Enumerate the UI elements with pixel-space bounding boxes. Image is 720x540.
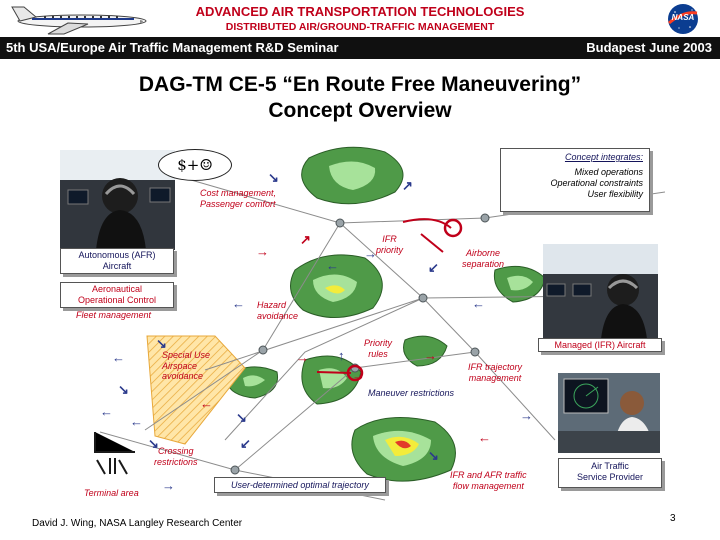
slide-title: DAG-TM CE-5 “En Route Free Maneuvering” … [0,72,720,124]
autonomous-label-line: Autonomous (AFR) [61,250,173,261]
user-trajectory-text: User-determined optimal trajectory [231,480,369,490]
maneuver-restrictions-label: Maneuver restrictions [368,388,454,399]
ifr-priority-line: priority [376,245,403,256]
priority-label-line: Priority [364,338,392,349]
cost-management-label: Cost management, Passenger comfort [200,188,276,209]
crossing-label-line: Crossing [154,446,198,457]
cost-bubble: $+☺ [158,149,232,181]
traffic-flow-line: IFR and AFR traffic [450,470,527,481]
cockpit-photo-managed [543,244,658,339]
sua-avoidance-label: Special Use Airspace avoidance [162,350,210,382]
slide-title-line2: Concept Overview [0,98,720,124]
ifr-priority-line: IFR [376,234,403,245]
aoc-label-line: Operational Control [61,295,173,306]
traffic-flow-label: IFR and AFR traffic flow management [450,470,527,491]
aoc-label-line: Aeronautical [61,284,173,295]
weather-cell-top [302,147,403,204]
crossing-label-line: restrictions [154,457,198,468]
ifr-trajectory-label: IFR trajectory management [468,362,522,383]
cost-label-line: Passenger comfort [200,199,276,210]
sua-label-line: Special Use [162,350,210,361]
airborne-separation-label: Airborne separation [462,248,504,269]
atsp-label-line: Service Provider [559,472,661,483]
slide-title-line1: DAG-TM CE-5 “En Route Free Maneuvering” [0,72,720,98]
autonomous-aircraft-label: Autonomous (AFR) Aircraft [60,248,174,274]
seminar-bar: 5th USA/Europe Air Traffic Management R&… [0,37,720,59]
ifr-trajectory-line: IFR trajectory [468,362,522,373]
sua-label-line: avoidance [162,371,210,382]
priority-label-line: rules [364,349,392,360]
location-date: Budapest June 2003 [586,40,712,55]
nasa-logo: NASA [666,3,700,35]
ifr-aircraft-ring [445,220,461,236]
terminal-area [95,432,135,474]
user-trajectory [403,219,451,252]
weather-cell-center [291,255,383,318]
concept-heading: Concept integrates: [501,152,643,163]
atc-photo [558,373,660,453]
concept-item: User flexibility [501,189,643,200]
atsp-label-line: Air Traffic [559,461,661,472]
managed-label-text: Managed (IFR) Aircraft [554,340,645,350]
terminal-area-label: Terminal area [84,488,139,499]
concept-item: Mixed operations [501,167,643,178]
crossing-restrictions-label: Crossing restrictions [154,446,198,467]
managed-aircraft-label: Managed (IFR) Aircraft [538,338,662,352]
sua-label-line: Airspace [162,361,210,372]
seminar-name: 5th USA/Europe Air Traffic Management R&… [6,40,339,55]
concept-item: Operational constraints [501,178,643,189]
weather-cell-bottom [352,418,456,482]
hazard-avoidance-label: Hazard avoidance [257,300,298,321]
atsp-label: Air Traffic Service Provider [558,458,662,488]
airborne-label-line: separation [462,259,504,270]
hazard-label-line: Hazard [257,300,298,311]
cost-label-line: Cost management, [200,188,276,199]
airliner-logo [8,4,158,36]
fleet-management-label: Fleet management [76,310,151,321]
page-number: 3 [670,513,676,524]
priority-rules-label: Priority rules [364,338,392,359]
weather-cell-right-small [404,336,448,366]
ifr-priority-label: IFR priority [376,234,403,255]
user-trajectory-label: User-determined optimal trajectory [214,477,386,493]
airborne-label-line: Airborne [462,248,504,259]
traffic-flow-line: flow management [450,481,527,492]
concept-integrates-box: Concept integrates: Mixed operations Ope… [500,148,650,212]
priority-path [317,372,351,373]
ifr-trajectory-line: management [468,373,522,384]
aoc-label: Aeronautical Operational Control [60,282,174,308]
hazard-label-line: avoidance [257,311,298,322]
nasa-logo-text: NASA [666,13,700,22]
autonomous-label-line: Aircraft [61,261,173,272]
author-credit: David J. Wing, NASA Langley Research Cen… [32,518,242,529]
